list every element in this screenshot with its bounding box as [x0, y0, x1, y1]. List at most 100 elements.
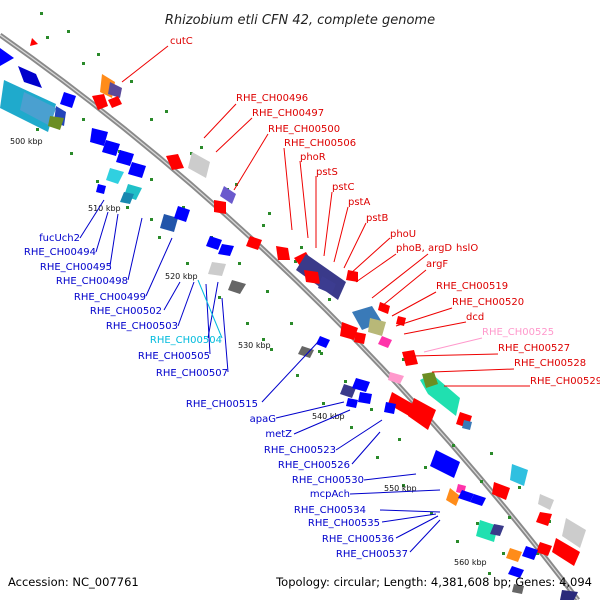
gene-label-forward[interactable]: pstB [366, 213, 388, 224]
gene-feature[interactable] [304, 270, 320, 284]
gene-feature[interactable] [492, 482, 510, 500]
gene-feature[interactable] [220, 186, 236, 204]
gene-feature[interactable] [214, 200, 226, 214]
gene-feature[interactable] [552, 538, 580, 566]
gene-label-reverse[interactable]: RHE_CH00494 [24, 247, 96, 258]
gene-label-reverse[interactable]: RHE_CH00503 [106, 321, 178, 332]
gene-feature[interactable] [346, 398, 358, 408]
gene-feature[interactable] [358, 392, 372, 404]
gene-feature[interactable] [188, 152, 210, 178]
gene-feature[interactable] [60, 92, 76, 108]
gene-label-forward[interactable]: pstC [332, 182, 354, 193]
gene-feature[interactable] [536, 512, 552, 526]
gene-feature[interactable] [96, 184, 106, 194]
gene-feature[interactable] [298, 346, 314, 358]
gene-label-forward[interactable]: RHE_CH00497 [252, 108, 324, 119]
gene-feature[interactable] [166, 154, 184, 170]
gene-feature[interactable] [20, 92, 56, 126]
gene-feature[interactable] [160, 214, 178, 232]
gene-feature[interactable] [206, 236, 222, 250]
gene-feature[interactable] [430, 450, 460, 478]
gene-label-forward[interactable]: RHE_CH00529 [530, 376, 600, 387]
gene-label-forward[interactable]: pstS [316, 167, 338, 178]
gene-feature[interactable] [102, 140, 120, 156]
gene-feature[interactable] [536, 542, 552, 556]
gene-label-reverse[interactable]: RHE_CH00498 [56, 276, 128, 287]
gene-feature[interactable] [120, 192, 134, 204]
gene-feature[interactable] [476, 520, 498, 542]
gene-feature[interactable] [108, 96, 122, 108]
gene-feature[interactable] [340, 322, 358, 340]
gene-feature[interactable] [48, 116, 64, 130]
gene-label-reverse[interactable]: RHE_CH00535 [308, 518, 380, 529]
gene-feature[interactable] [378, 302, 390, 314]
gene-feature[interactable] [276, 246, 290, 260]
gene-label-reverse[interactable]: RHE_CH00523 [264, 445, 336, 456]
gene-feature[interactable] [402, 350, 418, 366]
gene-label-forward[interactable]: argF [426, 259, 448, 270]
gene-feature[interactable] [174, 206, 190, 222]
gene-label-forward[interactable]: cutC [170, 36, 193, 47]
gene-label-forward[interactable]: RHE_CH00525 [482, 327, 554, 338]
gene-feature[interactable] [316, 336, 330, 348]
gene-feature[interactable] [458, 490, 474, 502]
gene-feature[interactable] [90, 128, 108, 146]
gene-feature[interactable] [562, 518, 586, 548]
gene-feature[interactable] [246, 236, 262, 250]
gene-feature[interactable] [368, 318, 386, 336]
gene-label-forward[interactable]: dcd [466, 312, 484, 323]
gene-feature[interactable] [506, 548, 522, 562]
gene-feature[interactable] [408, 398, 436, 430]
gene-label-reverse[interactable]: RHE_CH00499 [74, 292, 146, 303]
gene-feature[interactable] [512, 584, 524, 594]
gene-feature[interactable] [318, 276, 336, 294]
gene-feature[interactable] [446, 488, 460, 506]
gene-label-forward[interactable]: RHE_CH00528 [514, 358, 586, 369]
gene-feature[interactable] [92, 94, 108, 110]
gene-feature[interactable] [522, 546, 538, 560]
gene-label-reverse[interactable]: RHE_CH00537 [336, 549, 408, 560]
gene-label-reverse[interactable]: RHE_CH00505 [138, 351, 210, 362]
gene-label-reverse[interactable]: mcpAch [310, 489, 350, 500]
gene-label-forward[interactable]: phoB, argD [396, 243, 452, 254]
gene-label-forward[interactable]: phoU [390, 229, 416, 240]
gene-label-reverse[interactable]: RHE_CH00534 [294, 505, 366, 516]
gene-label-reverse[interactable]: RHE_CH00495 [40, 262, 112, 273]
gene-feature[interactable] [422, 372, 438, 388]
gene-feature[interactable] [538, 494, 554, 510]
gene-label-forward[interactable]: RHE_CH00527 [498, 343, 570, 354]
gene-feature[interactable] [128, 162, 146, 178]
gene-feature[interactable] [378, 336, 392, 348]
gene-feature[interactable] [18, 66, 42, 88]
gene-feature[interactable] [354, 332, 366, 344]
gene-feature[interactable] [116, 150, 134, 166]
gene-label-reverse[interactable]: metZ [265, 429, 292, 440]
gene-feature[interactable] [510, 464, 528, 486]
gene-label-reverse[interactable]: RHE_CH00507 [156, 368, 228, 379]
gene-label-forward[interactable]: RHE_CH00500 [268, 124, 340, 135]
gene-label-forward[interactable]: RHE_CH00506 [284, 138, 356, 149]
gene-feature[interactable] [490, 524, 504, 536]
gene-label-forward[interactable]: RHE_CH00520 [452, 297, 524, 308]
gene-feature[interactable] [0, 48, 14, 66]
gene-feature[interactable] [508, 566, 524, 578]
gene-label-forward[interactable]: hslO [456, 243, 478, 254]
gene-feature[interactable] [384, 402, 396, 414]
gene-feature[interactable] [346, 270, 358, 282]
gene-feature[interactable] [560, 590, 578, 600]
gene-feature[interactable] [352, 378, 370, 392]
gene-label-reverse[interactable]: RHE_CH00536 [322, 534, 394, 545]
gene-feature[interactable] [30, 38, 38, 46]
gene-feature[interactable] [296, 254, 346, 300]
gene-feature[interactable] [108, 82, 122, 98]
gene-feature[interactable] [340, 384, 356, 398]
gene-label-reverse[interactable]: RHE_CH00515 [186, 399, 258, 410]
gene-label-reverse[interactable]: apaG [250, 414, 276, 425]
gene-label-reverse[interactable]: RHE_CH00526 [278, 460, 350, 471]
gene-feature[interactable] [228, 280, 246, 294]
gene-feature[interactable] [208, 262, 226, 276]
gene-label-forward[interactable]: RHE_CH00496 [236, 93, 308, 104]
gene-label-reverse[interactable]: fucUch2 [39, 233, 80, 244]
gene-feature[interactable] [218, 244, 234, 256]
gene-label-forward[interactable]: phoR [300, 152, 326, 163]
